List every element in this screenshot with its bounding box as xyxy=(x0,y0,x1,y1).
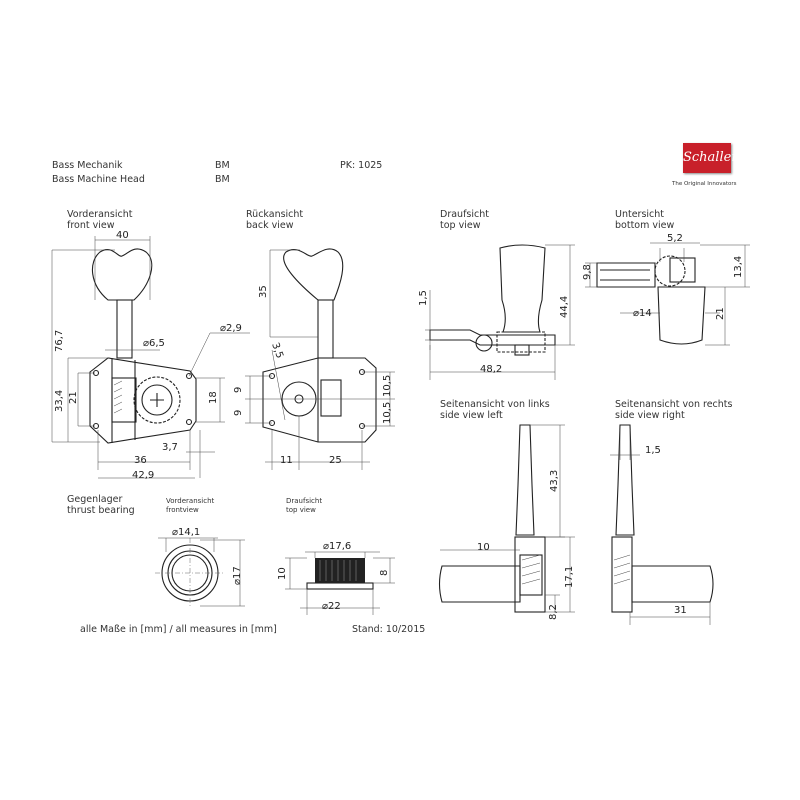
dim-thrust-h2: 8 xyxy=(379,570,390,576)
thrust-front-title-de: Vorderansicht xyxy=(166,497,215,505)
dim-front-height: 76,7 xyxy=(54,330,65,352)
dim-back-r-down: 10,5 xyxy=(382,402,393,424)
bottom-view-drawing: 5,2 9,8 13,4 ⌀14 21 xyxy=(582,233,750,346)
dim-front-holes-h: 36 xyxy=(134,455,147,466)
front-view-drawing: 40 76,7 ⌀6,5 ⌀2,9 33,4 21 18 3,7 36 42,9 xyxy=(51,230,250,481)
bottom-view-title-en: bottom view xyxy=(615,220,675,231)
revision-date: Stand: 10/2015 xyxy=(352,624,426,635)
top-view-title-de: Draufsicht xyxy=(440,209,489,220)
dim-side-left-offset: 10 xyxy=(477,542,490,553)
side-right-title-de: Seitenansicht von rechts xyxy=(615,399,733,410)
dim-back-left: 11 xyxy=(280,455,293,466)
dim-bottom-post-len: 21 xyxy=(715,307,726,320)
dim-top-width: 48,2 xyxy=(480,364,502,375)
title-de: Bass Mechanik xyxy=(52,160,123,171)
thrust-top-title-en: top view xyxy=(286,506,316,514)
dim-thrust-h: 10 xyxy=(277,567,288,580)
dim-side-left-base: 8,2 xyxy=(548,604,559,620)
dim-back-down: 9 xyxy=(233,410,244,416)
dim-back-up: 9 xyxy=(233,387,244,393)
side-left-drawing: 43,3 10 17,1 8,2 xyxy=(438,424,575,620)
title-en: Bass Machine Head xyxy=(52,174,145,185)
dim-thrust-outer: ⌀17 xyxy=(232,566,243,585)
dim-back-edge: 3,5 xyxy=(269,341,285,360)
dim-front-width: 40 xyxy=(116,230,129,241)
dim-side-right-thick: 1,5 xyxy=(645,445,661,456)
dim-top-height: 44,4 xyxy=(559,296,570,318)
thrust-title-en: thrust bearing xyxy=(67,505,135,516)
dim-thrust-flange: ⌀22 xyxy=(322,601,341,612)
back-view-drawing: 35 3,5 9 9 10,5 10,5 11 25 xyxy=(233,248,395,470)
dim-top-plate: 1,5 xyxy=(418,290,429,306)
dim-front-offset: 3,7 xyxy=(162,442,178,453)
dim-bottom-overall: 13,4 xyxy=(733,256,744,278)
dim-front-right-h: 18 xyxy=(208,391,219,404)
dim-back-knob: 35 xyxy=(258,285,269,298)
code-en: BM xyxy=(215,174,230,185)
dim-front-holes-v: 21 xyxy=(68,391,79,404)
logo-tagline: The Original Innovators xyxy=(672,181,737,187)
side-right-title-en: side view right xyxy=(615,410,685,421)
dim-side-left-height: 43,3 xyxy=(549,470,560,492)
top-view-title-en: top view xyxy=(440,220,481,231)
bottom-view-title-de: Untersicht xyxy=(615,209,665,220)
dim-front-plate-w: 42,9 xyxy=(132,470,154,481)
dim-front-shaft: ⌀6,5 xyxy=(143,338,165,349)
dim-back-right: 25 xyxy=(329,455,342,466)
units-note: alle Maße in [mm] / all measures in [mm] xyxy=(80,624,277,635)
front-view-title-de: Vorderansicht xyxy=(67,209,133,220)
dim-thrust-top-d: ⌀17,6 xyxy=(323,541,351,552)
back-view-title-en: back view xyxy=(246,220,294,231)
front-view-title-en: front view xyxy=(67,220,115,231)
pk-number: PK: 1025 xyxy=(340,160,383,171)
top-view-drawing: 1,5 44,4 48,2 xyxy=(418,244,575,380)
thrust-bearing-drawing: ⌀14,1 ⌀17 ⌀17,6 10 8 ⌀22 xyxy=(155,527,395,615)
dim-front-plate-h: 33,4 xyxy=(54,390,65,412)
back-view-title-de: Rückansicht xyxy=(246,209,304,220)
dim-thrust-inner: ⌀14,1 xyxy=(172,527,200,538)
dim-bottom-plate: 9,8 xyxy=(582,264,593,280)
side-left-title-de: Seitenansicht von links xyxy=(440,399,550,410)
thrust-top-title-de: Draufsicht xyxy=(286,497,323,505)
code-de: BM xyxy=(215,160,230,171)
thrust-title-de: Gegenlager xyxy=(67,494,123,505)
dim-side-left-body: 17,1 xyxy=(564,566,575,588)
dim-front-hole: ⌀2,9 xyxy=(220,323,242,334)
dim-side-right-post: 31 xyxy=(674,605,687,616)
thrust-front-title-en: frontview xyxy=(166,506,199,514)
dim-bottom-post: ⌀14 xyxy=(633,308,652,319)
schaller-logo: Schaller xyxy=(683,143,738,173)
side-right-drawing: 1,5 31 xyxy=(610,424,714,625)
dim-back-r-up: 10,5 xyxy=(382,375,393,397)
side-left-title-en: side view left xyxy=(440,410,503,421)
dim-bottom-gear: 5,2 xyxy=(667,233,683,244)
